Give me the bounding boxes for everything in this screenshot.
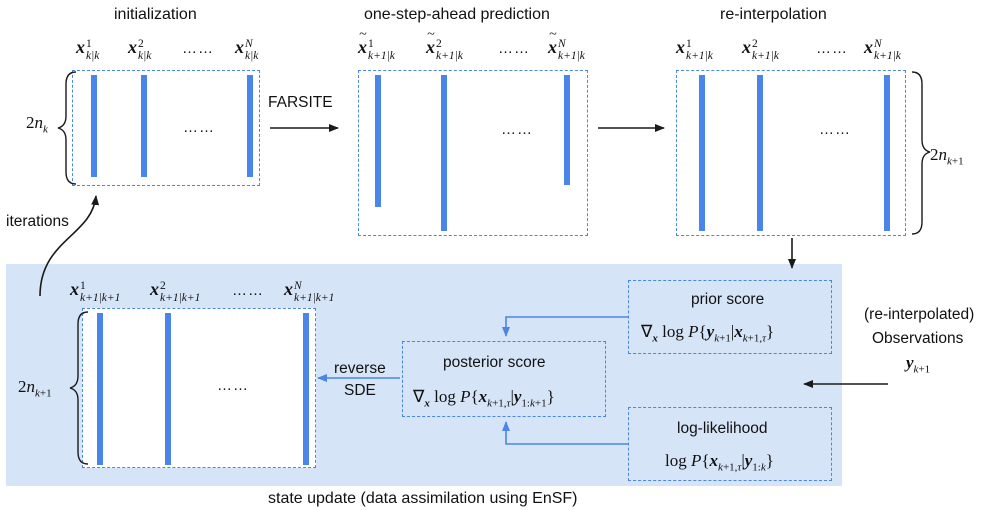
ensemble-member-bar: [699, 75, 705, 231]
ensemble-dots-update: ……: [232, 282, 264, 299]
ensemble-member-bar: [141, 75, 147, 177]
ensemble-member-bar: [91, 75, 97, 177]
brace-left-bottom: [69, 311, 89, 465]
stage-title-prediction: one-step-ahead prediction: [364, 6, 550, 23]
farsite-label: FARSITE: [268, 94, 333, 111]
log-likelihood-title: log-likelihood: [677, 420, 768, 437]
dimension-label-2nk1-top: 2nk+1: [930, 145, 964, 168]
log-likelihood-box: log-likelihood log P{xk+1,τ|y1:k}: [628, 407, 832, 481]
stage-title-initialization: initialization: [114, 6, 197, 23]
ensemble-member-bar: [564, 75, 570, 185]
ensemble-member-bar: [884, 75, 890, 231]
likelihood-to-posterior-arrow: [502, 421, 628, 445]
sde-label: SDE: [344, 382, 376, 399]
brace-right-top: [911, 71, 931, 235]
ensemble-dots: ……: [501, 121, 533, 138]
dimension-label-2nk: 2nk: [26, 113, 48, 136]
updated-ensemble-box: ……: [82, 308, 316, 468]
reinterpolated-label: (re-interpolated): [864, 306, 975, 323]
reinterpolation-ensemble-box: ……: [676, 70, 906, 236]
prediction-ensemble-box: ……: [358, 70, 588, 236]
ensemble-dots: ……: [819, 121, 851, 138]
prior-score-title: prior score: [691, 291, 765, 308]
brace-left-top: [57, 71, 77, 185]
dimension-label-2nk1-bottom: 2nk+1: [18, 377, 52, 400]
prior-score-formula: ∇x log P{yk+1|xk+1,τ}: [641, 322, 775, 345]
posterior-score-title: posterior score: [443, 354, 546, 371]
prior-to-posterior-arrow: [502, 316, 628, 337]
ensemble-dots: ……: [217, 377, 249, 394]
posterior-score-box: posterior score ∇x log P{xk+1,τ|y1:k+1}: [402, 341, 606, 417]
ensemble-member-bar: [375, 75, 381, 207]
stage-title-reinterpolation: re-interpolation: [720, 6, 827, 23]
ensemble-member-bar: [441, 75, 447, 231]
posterior-score-formula: ∇x log P{xk+1,τ|y1:k+1}: [413, 387, 555, 410]
reverse-label: reverse: [334, 360, 386, 377]
log-likelihood-formula: log P{xk+1,τ|y1:k}: [665, 451, 774, 474]
ensemble-member-bar: [303, 313, 309, 465]
observations-label: Observations: [872, 330, 964, 347]
iterations-arrow: [39, 195, 100, 297]
observation-symbol: yk+1: [906, 353, 931, 376]
iterations-label: iterations: [6, 213, 69, 230]
ensemble-dots-init: ……: [182, 40, 214, 57]
prior-score-box: prior score ∇x log P{yk+1|xk+1,τ}: [628, 280, 832, 354]
ensemble-member-bar: [97, 313, 103, 465]
ensemble-dots-pred: ……: [498, 40, 530, 57]
ensemble-member-bar: [757, 75, 763, 231]
ensemble-dots: ……: [183, 119, 215, 136]
state-update-caption: state update (data assimilation using En…: [268, 490, 578, 507]
ensemble-member-bar: [247, 75, 253, 177]
ensemble-member-bar: [165, 313, 171, 465]
initialization-ensemble-box: ……: [72, 70, 260, 186]
ensemble-dots-reinterp: ……: [816, 40, 848, 57]
